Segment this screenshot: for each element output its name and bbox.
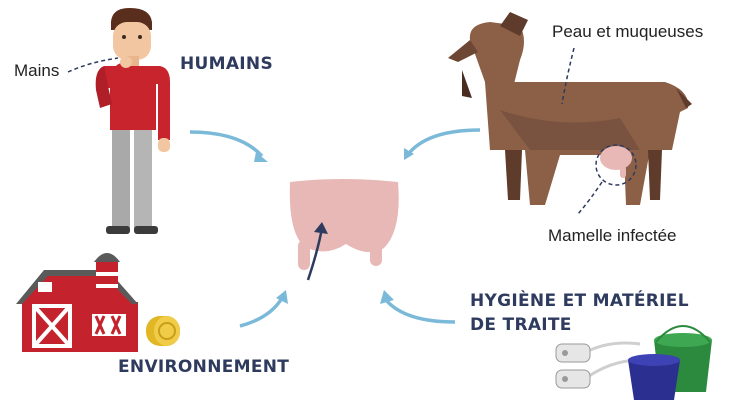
milking-cluster-icon [556,343,640,388]
hay-bale-icon [146,316,180,346]
mamelle-pointer-line [578,182,602,214]
arrow-from-hygiene [380,290,455,322]
barn-icon [16,253,138,352]
label-mains: Mains [14,61,59,81]
arrow-from-environment [240,290,288,326]
human-figure-icon [96,8,170,234]
label-hygiene-line1: HYGIÈNE ET MATÉRIEL [470,291,689,311]
label-mamelle-infectee: Mamelle infectée [548,226,677,246]
label-peau-muqueuses: Peau et muqueuses [552,22,703,42]
label-hygiene-line2: DE TRAITE [470,315,572,335]
arrow-from-goat [404,130,480,160]
udder-icon [290,179,399,270]
label-humains: HUMAINS [180,54,273,74]
label-environnement: ENVIRONNEMENT [118,357,289,377]
blue-bucket-icon [628,354,680,400]
arrow-from-human [190,132,268,162]
